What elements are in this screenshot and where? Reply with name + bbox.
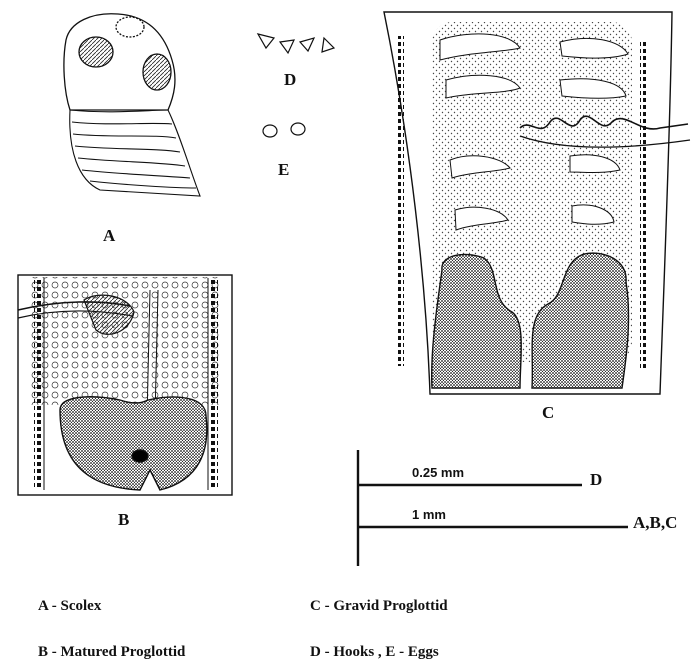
scale-target-abc: A,B,C <box>633 513 677 533</box>
scolex-drawing <box>64 14 200 196</box>
hooks-drawing <box>258 34 334 53</box>
scale-target-d: D <box>590 470 602 490</box>
gravid-proglottid-drawing <box>384 12 690 394</box>
scale-label-1mm: 1 mm <box>412 507 446 522</box>
scolex-segments <box>70 110 200 196</box>
legend-item-gravid-proglottid: C - Gravid Proglottid <box>310 598 448 615</box>
label-e: E <box>278 160 289 180</box>
label-b: B <box>118 510 129 530</box>
matured-proglottid-drawing <box>18 275 232 495</box>
legend-item-hooks-eggs: D - Hooks , E - Eggs <box>310 644 439 661</box>
scale-label-0-25mm: 0.25 mm <box>412 465 464 480</box>
label-a: A <box>103 226 115 246</box>
label-d: D <box>284 70 296 90</box>
legend-item-matured-proglottid: B - Matured Proglottid <box>38 644 185 661</box>
eggs-drawing <box>263 123 305 137</box>
legend-item-scolex: A - Scolex <box>38 598 101 615</box>
label-c: C <box>542 403 554 423</box>
scale-bars <box>358 450 628 566</box>
